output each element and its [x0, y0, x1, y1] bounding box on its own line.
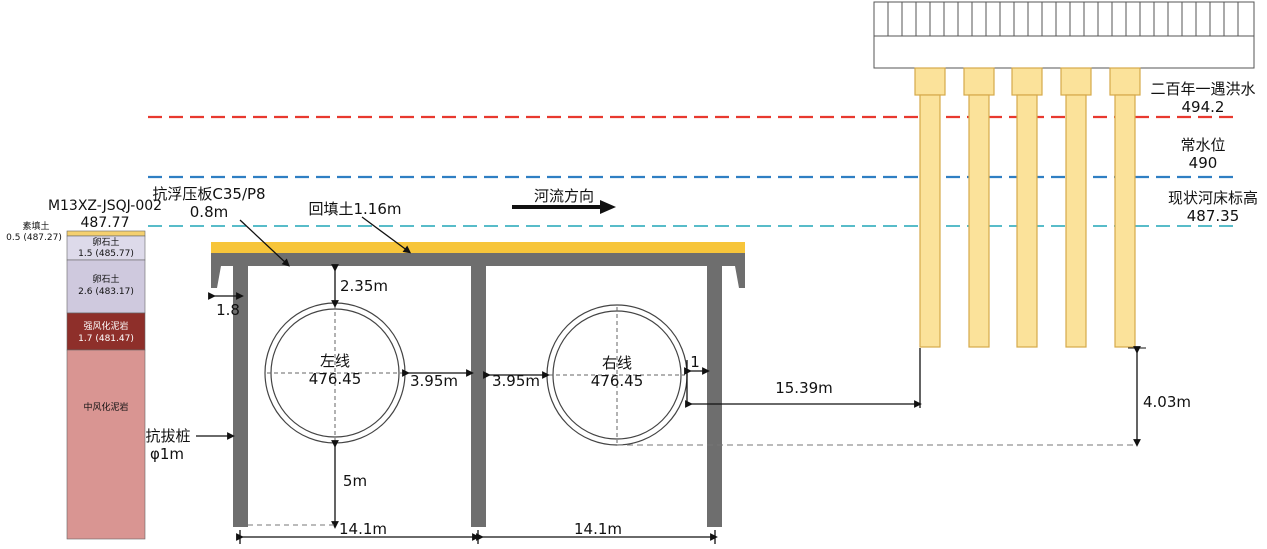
- railing-bars: [887, 2, 1239, 36]
- slab-label-line2: 0.8m: [190, 203, 228, 221]
- backfill-layer: [211, 242, 745, 253]
- bridge-pile: [919, 94, 941, 348]
- flood-level-value: 494.2: [1182, 98, 1225, 116]
- pile-right: [707, 266, 722, 527]
- soil-layer-strong-weathered: [66, 312, 146, 351]
- pile-middle: [471, 266, 486, 527]
- bridge-deck: [873, 35, 1255, 69]
- backfill-label: 回填土1.16m: [308, 200, 401, 218]
- layer-label-strong-name: 强风化泥岩: [83, 320, 128, 332]
- bridge-pile-cap: [1060, 67, 1092, 96]
- bridge-structure: [873, 1, 1255, 348]
- bridge-pile-cap: [1109, 67, 1141, 96]
- soil-layer-moderate-weathered: [66, 349, 146, 540]
- right-tunnel-elevation: 476.45: [591, 372, 644, 390]
- bridge-pile: [1016, 94, 1038, 348]
- flow-label: 河流方向: [534, 187, 594, 205]
- bridge-pile-cap: [914, 67, 946, 96]
- normal-level-name: 常水位: [1180, 136, 1225, 154]
- normal-level-value: 490: [1189, 154, 1218, 172]
- bridge-railing: [873, 1, 1255, 37]
- dim-gap-left-label: 3.95m: [410, 372, 458, 390]
- pile-label-line2: φ1m: [150, 445, 184, 463]
- dim-gap-wall-label: 1: [690, 353, 700, 371]
- backfill-callout-arrow: [361, 216, 412, 254]
- dim-cover-label: 2.35m: [340, 277, 388, 295]
- dim-gap-right-label: 3.95m: [492, 372, 540, 390]
- bridge-pile: [968, 94, 990, 348]
- bridge-pile: [1065, 94, 1087, 348]
- bridge-pile-cap: [963, 67, 995, 96]
- slab-label-line1: 抗浮压板C35/P8: [152, 185, 265, 203]
- pile-left: [233, 266, 248, 527]
- layer-label-pebble-1-detail: 1.5 (485.77): [78, 249, 134, 259]
- left-tunnel-elevation: 476.45: [309, 370, 362, 388]
- riverbed-level-value: 487.35: [1187, 207, 1240, 225]
- right-tunnel-name: 右线: [602, 354, 632, 372]
- layer-label-pebble-2-name: 卵石土: [92, 273, 119, 285]
- pile-label-line1: 抗拔桩: [145, 427, 190, 445]
- flow-arrowhead: [600, 200, 616, 214]
- bridge-piles: [914, 67, 1141, 348]
- anti-float-slab: [211, 253, 745, 288]
- bridge-pile-cap: [1011, 67, 1043, 96]
- riverbed-level-name: 现状河床标高: [1168, 189, 1258, 207]
- anti-pull-piles: [233, 266, 722, 527]
- left-tunnel: 左线 476.45: [264, 302, 406, 444]
- borehole-column: M13XZ-JSQJ-002 487.77 素填土 0.5 (487.27) 卵…: [6, 198, 162, 540]
- layer-label-pebble-1-name: 卵石土: [92, 236, 119, 248]
- flood-level-name: 二百年一遇洪水: [1150, 80, 1255, 98]
- dim-span-left-label: 14.1m: [339, 520, 387, 538]
- dim-overhang-label: 1.8: [216, 301, 240, 319]
- slab-callout-arrow: [239, 219, 290, 267]
- dim-span-right-label: 14.1m: [574, 520, 622, 538]
- left-tunnel-name: 左线: [320, 352, 350, 370]
- layer-label-strong-detail: 1.7 (481.47): [78, 334, 134, 344]
- soil-layer-pebble-1: [66, 235, 146, 261]
- right-tunnel: 右线 476.45: [546, 304, 688, 446]
- layer-label-moderate-name: 中风化泥岩: [83, 401, 128, 413]
- soil-layer-fill: [66, 230, 146, 237]
- borehole-elevation: 487.77: [81, 215, 130, 231]
- bridge-pile: [1114, 94, 1136, 348]
- layer-label-fill-detail: 0.5 (487.27): [6, 233, 62, 243]
- dim-below-tunnel-label: 5m: [343, 472, 367, 490]
- dim-bridge-depth-label: 4.03m: [1143, 393, 1191, 411]
- soil-layer-pebble-2: [66, 259, 146, 314]
- layer-label-pebble-2-detail: 2.6 (483.17): [78, 287, 134, 297]
- dim-to-bridge-label: 15.39m: [775, 379, 833, 397]
- borehole-id: M13XZ-JSQJ-002: [48, 198, 162, 214]
- layer-label-fill-name: 素填土: [22, 220, 49, 232]
